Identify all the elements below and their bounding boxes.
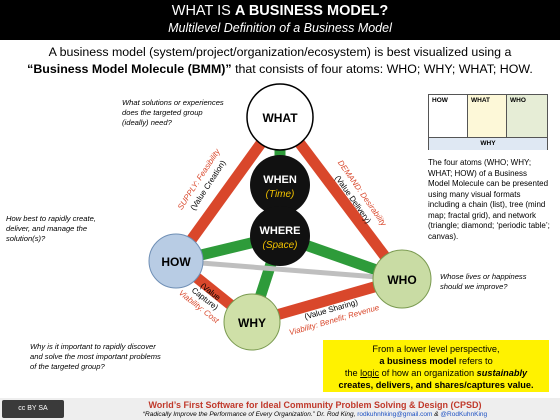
what-question-line: does the targeted group xyxy=(122,108,203,117)
page-subtitle: Multilevel Definition of a Business Mode… xyxy=(168,21,392,35)
mini-cell-how: HOW xyxy=(429,95,468,137)
intro-line-2-rest: that consists of four atoms: WHO; WHY; W… xyxy=(231,62,533,76)
why-question-line: of the targeted group? xyxy=(30,362,105,371)
footer-email-link[interactable]: rodkuhnhking@gmail.com xyxy=(357,411,433,418)
footer-title: World’s First Software for Ideal Communi… xyxy=(148,400,482,410)
footer-quote-text: “Radically Improve the Performance of Ev… xyxy=(142,411,358,418)
why-atom xyxy=(223,293,281,351)
edge-what-who xyxy=(275,113,407,283)
footer-handle-link[interactable]: @RodKuhnKing xyxy=(440,411,488,418)
intro-line-1: A business model (system/project/organiz… xyxy=(48,45,512,59)
who-question: Whose lives or happiness should we impro… xyxy=(440,272,555,292)
definition-text: of how an organization xyxy=(379,368,477,378)
what-question-line: (ideally) need? xyxy=(122,118,172,127)
where-atom xyxy=(250,206,310,266)
header-bar: WHAT IS A BUSINESS MODEL? Multilevel Def… xyxy=(0,0,560,40)
how-question-line: How best to rapidly create, xyxy=(6,214,96,223)
what-atom xyxy=(246,83,314,151)
definition-text: refers to xyxy=(456,356,493,366)
what-question: What solutions or experiences does the t… xyxy=(122,98,257,128)
title-bold: A BUSINESS MODEL? xyxy=(234,3,389,19)
what-question-line: What solutions or experiences xyxy=(122,98,224,107)
how-atom xyxy=(148,233,204,289)
who-atom xyxy=(372,249,432,309)
why-atom-label: WHY xyxy=(238,316,266,330)
footer-amp: & xyxy=(432,411,441,418)
why-question-line: Why is it important to rapidly discover xyxy=(30,342,156,351)
why-question: Why is it important to rapidly discover … xyxy=(30,342,210,372)
footer-quote: “Radically Improve the Performance of Ev… xyxy=(70,411,560,418)
when-atom xyxy=(250,155,310,215)
where-atom-label: WHERE xyxy=(260,225,301,237)
definition-conclusion: creates, delivers, and shares/captures v… xyxy=(338,380,534,390)
atoms-description: The four atoms (WHO; WHY; WHAT; HOW) of … xyxy=(428,158,550,241)
title-prefix: WHAT IS xyxy=(171,3,235,19)
intro-line-2: “Business Model Molecule (BMM)” that con… xyxy=(20,61,540,78)
what-atom-label: WHAT xyxy=(262,111,298,125)
why-question-line: and solve the most important problems xyxy=(30,352,161,361)
how-question: How best to rapidly create, deliver, and… xyxy=(6,214,136,244)
who-atom-label: WHO xyxy=(387,273,416,287)
how-question-line: solution(s)? xyxy=(6,234,46,243)
sustainably-term: sustainably xyxy=(476,368,528,378)
mini-periodic-table: HOW WHAT WHO WHY xyxy=(428,94,548,150)
supply-label-group: SUPPLY: Feasibility (Value Creation) xyxy=(176,147,228,212)
when-atom-label: WHEN xyxy=(263,174,297,186)
definition-text: the xyxy=(344,368,361,378)
where-atom-sub: (Space) xyxy=(262,240,297,251)
who-question-line: should we improve? xyxy=(440,282,508,291)
who-question-line: Whose lives or happiness xyxy=(440,272,527,281)
definition-line: creates, delivers, and shares/captures v… xyxy=(323,379,549,391)
definition-line: the logic of how an organization sustain… xyxy=(323,367,549,379)
mini-cell-what: WHAT xyxy=(468,95,507,137)
how-question-line: deliver, and manage the xyxy=(6,224,88,233)
mini-cell-who: WHO xyxy=(507,95,547,137)
footer-bar xyxy=(0,398,560,420)
logic-term: logic xyxy=(360,368,380,378)
mini-cell-why: WHY xyxy=(429,137,547,150)
how-atom-label: HOW xyxy=(161,255,191,269)
intro-text: A business model (system/project/organiz… xyxy=(20,44,540,78)
when-atom-sub: (Time) xyxy=(266,189,295,200)
page-title: WHAT IS A BUSINESS MODEL? xyxy=(0,3,560,19)
bmm-term: “Business Model Molecule (BMM)” xyxy=(27,62,232,76)
cc-license-badge[interactable]: cc BY SA xyxy=(2,400,64,418)
definition-box: From a lower level perspective, a busine… xyxy=(323,340,549,392)
definition-line: From a lower level perspective, xyxy=(372,344,500,354)
edge-how-who xyxy=(175,258,403,282)
definition-term: a business model xyxy=(379,356,457,366)
definition-line: a business model refers to xyxy=(323,355,549,367)
